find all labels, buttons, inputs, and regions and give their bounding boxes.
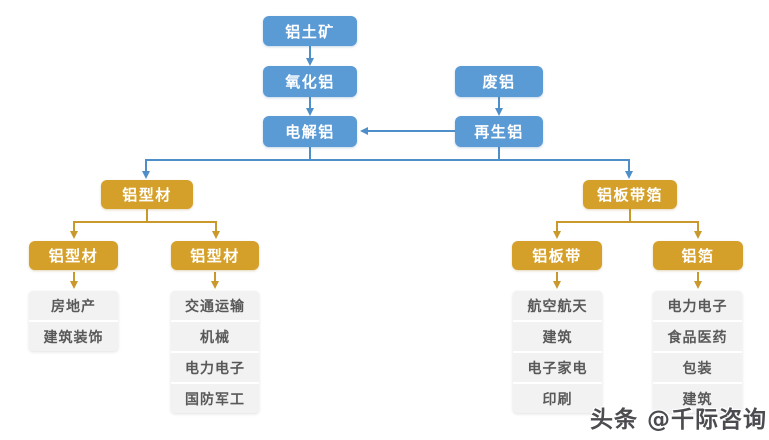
list-item: 包装	[653, 353, 742, 384]
list-item: 建筑	[513, 322, 602, 353]
applications-profiles-right: 交通运输 机械 电力电子 国防军工	[171, 291, 259, 413]
list-item: 航空航天	[513, 291, 602, 322]
node-scrap-aluminum: 废铝	[455, 66, 543, 97]
list-item: 国防军工	[185, 391, 245, 408]
list-item: 建筑装饰	[43, 329, 104, 346]
node-alumina: 氧化铝	[263, 66, 357, 97]
node-foil: 铝箔	[653, 241, 743, 270]
list-item: 机械	[171, 322, 259, 353]
list-item: 建筑	[682, 391, 713, 408]
list-item: 食品医药	[653, 322, 742, 353]
node-electrolytic-aluminum: 电解铝	[263, 116, 357, 147]
list-item: 电子家电	[513, 353, 602, 384]
applications-sheet-strip: 航空航天 建筑 电子家电 印刷	[513, 291, 602, 413]
node-sheet-strip-foil-group: 铝板带箔	[583, 180, 677, 209]
node-sheet-strip: 铝板带	[512, 241, 602, 270]
applications-foil: 电力电子 食品医药 包装 建筑	[653, 291, 742, 413]
list-item: 印刷	[542, 391, 573, 408]
list-item: 电力电子	[653, 291, 742, 322]
applications-profiles-left: 房地产 建筑装饰	[29, 291, 118, 351]
node-profiles-group: 铝型材	[101, 180, 193, 209]
list-item: 交通运输	[171, 291, 259, 322]
node-profiles-left: 铝型材	[29, 241, 118, 270]
list-item: 电力电子	[171, 353, 259, 384]
watermark-text: 头条 @千际咨询	[589, 407, 767, 433]
list-item: 房地产	[29, 291, 118, 322]
node-profiles-right: 铝型材	[171, 241, 259, 270]
node-bauxite: 铝土矿	[263, 16, 357, 46]
node-recycled-aluminum: 再生铝	[455, 116, 543, 147]
